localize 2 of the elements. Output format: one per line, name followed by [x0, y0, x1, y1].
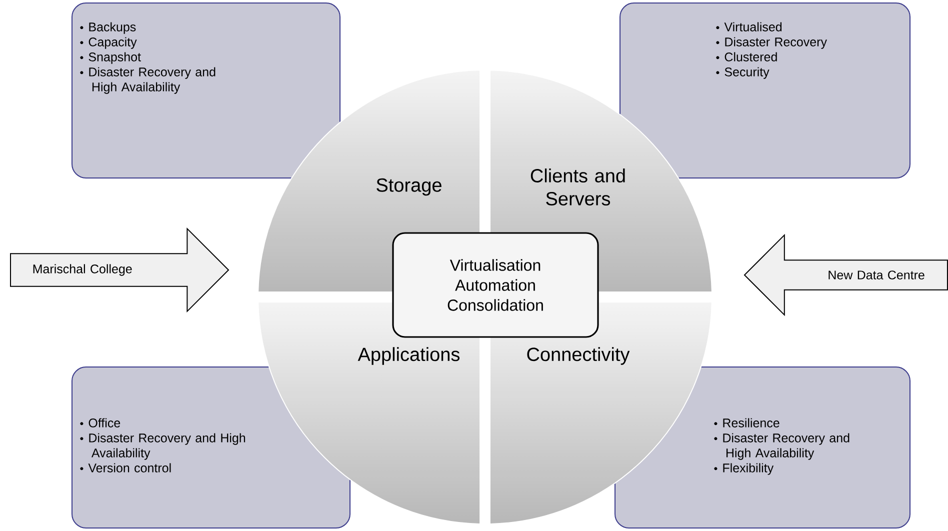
bullet-list-box: Backups Capacity Snapshot Disaster Recovery and High Availability [72, 2, 340, 178]
center-box: Virtualisation Automation Consolidation [392, 232, 599, 338]
